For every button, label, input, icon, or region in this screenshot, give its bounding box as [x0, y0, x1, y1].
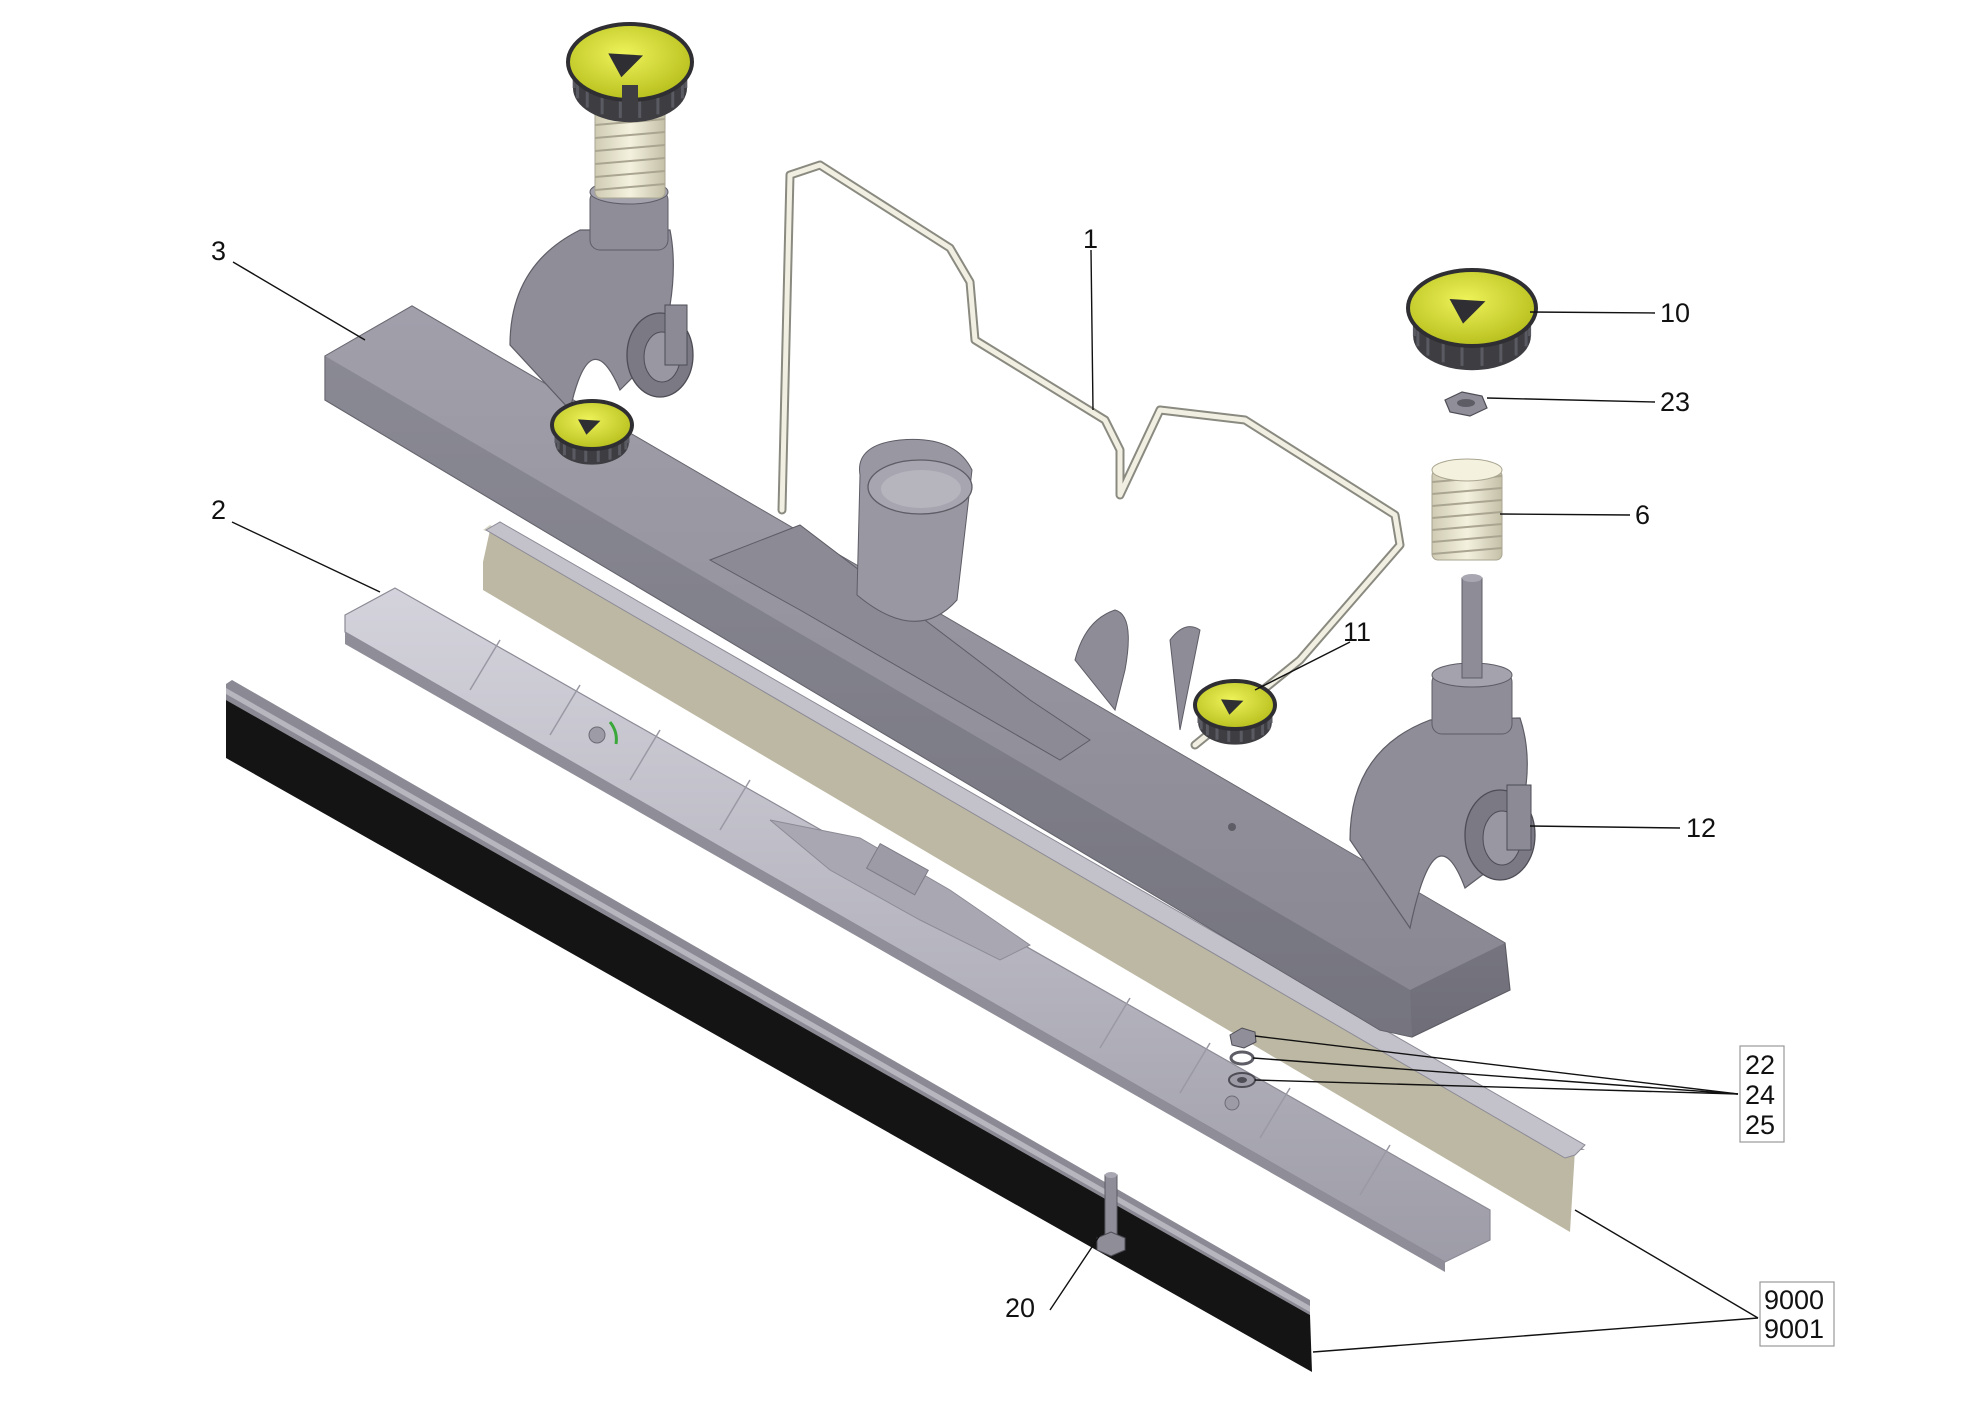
upper-rail [484, 521, 1586, 1159]
knobs [550, 22, 1538, 745]
knob-stem [622, 85, 638, 105]
callout-9001: 9001 [1764, 1314, 1824, 1344]
callout-11: 11 [1343, 617, 1371, 647]
spring-right [1431, 458, 1503, 561]
callout-25: 25 [1745, 1110, 1775, 1140]
knob-left-top [566, 22, 694, 123]
knob-right-top [1406, 268, 1538, 371]
callout-3: 3 [211, 236, 226, 266]
knob-left-small [550, 399, 634, 465]
callout-group-9000-9001: 9000 9001 [1759, 1281, 1835, 1347]
small-hardware [1228, 1027, 1257, 1088]
callout-9000: 9000 [1764, 1285, 1824, 1315]
callout-labels: 1 3 2 10 23 6 11 12 20 22 24 25 9000 900… [211, 224, 1835, 1347]
callout-20: 20 [1005, 1293, 1035, 1323]
left-wheel-bracket [509, 179, 694, 412]
callout-12: 12 [1686, 813, 1716, 843]
callout-24: 24 [1745, 1080, 1775, 1110]
callout-23: 23 [1660, 387, 1690, 417]
callout-2: 2 [211, 495, 226, 525]
callout-6: 6 [1635, 500, 1650, 530]
main-housing [324, 305, 1511, 1038]
callout-10: 10 [1660, 298, 1690, 328]
leader-lines [231, 249, 1759, 1353]
callout-group-22-24-25: 22 24 25 [1739, 1045, 1785, 1143]
callout-22: 22 [1745, 1050, 1775, 1080]
bolt [1096, 1172, 1126, 1257]
knob-right-small [1193, 679, 1277, 745]
wire-bail [777, 160, 1405, 750]
hex-nut [1444, 391, 1488, 417]
lower-tray [344, 587, 1491, 1272]
tray-ribs [469, 639, 1391, 1196]
right-stem [1461, 574, 1483, 679]
right-wheel-bracket [1349, 662, 1536, 930]
brush-strip [226, 680, 1312, 1372]
callout-1: 1 [1083, 224, 1098, 254]
